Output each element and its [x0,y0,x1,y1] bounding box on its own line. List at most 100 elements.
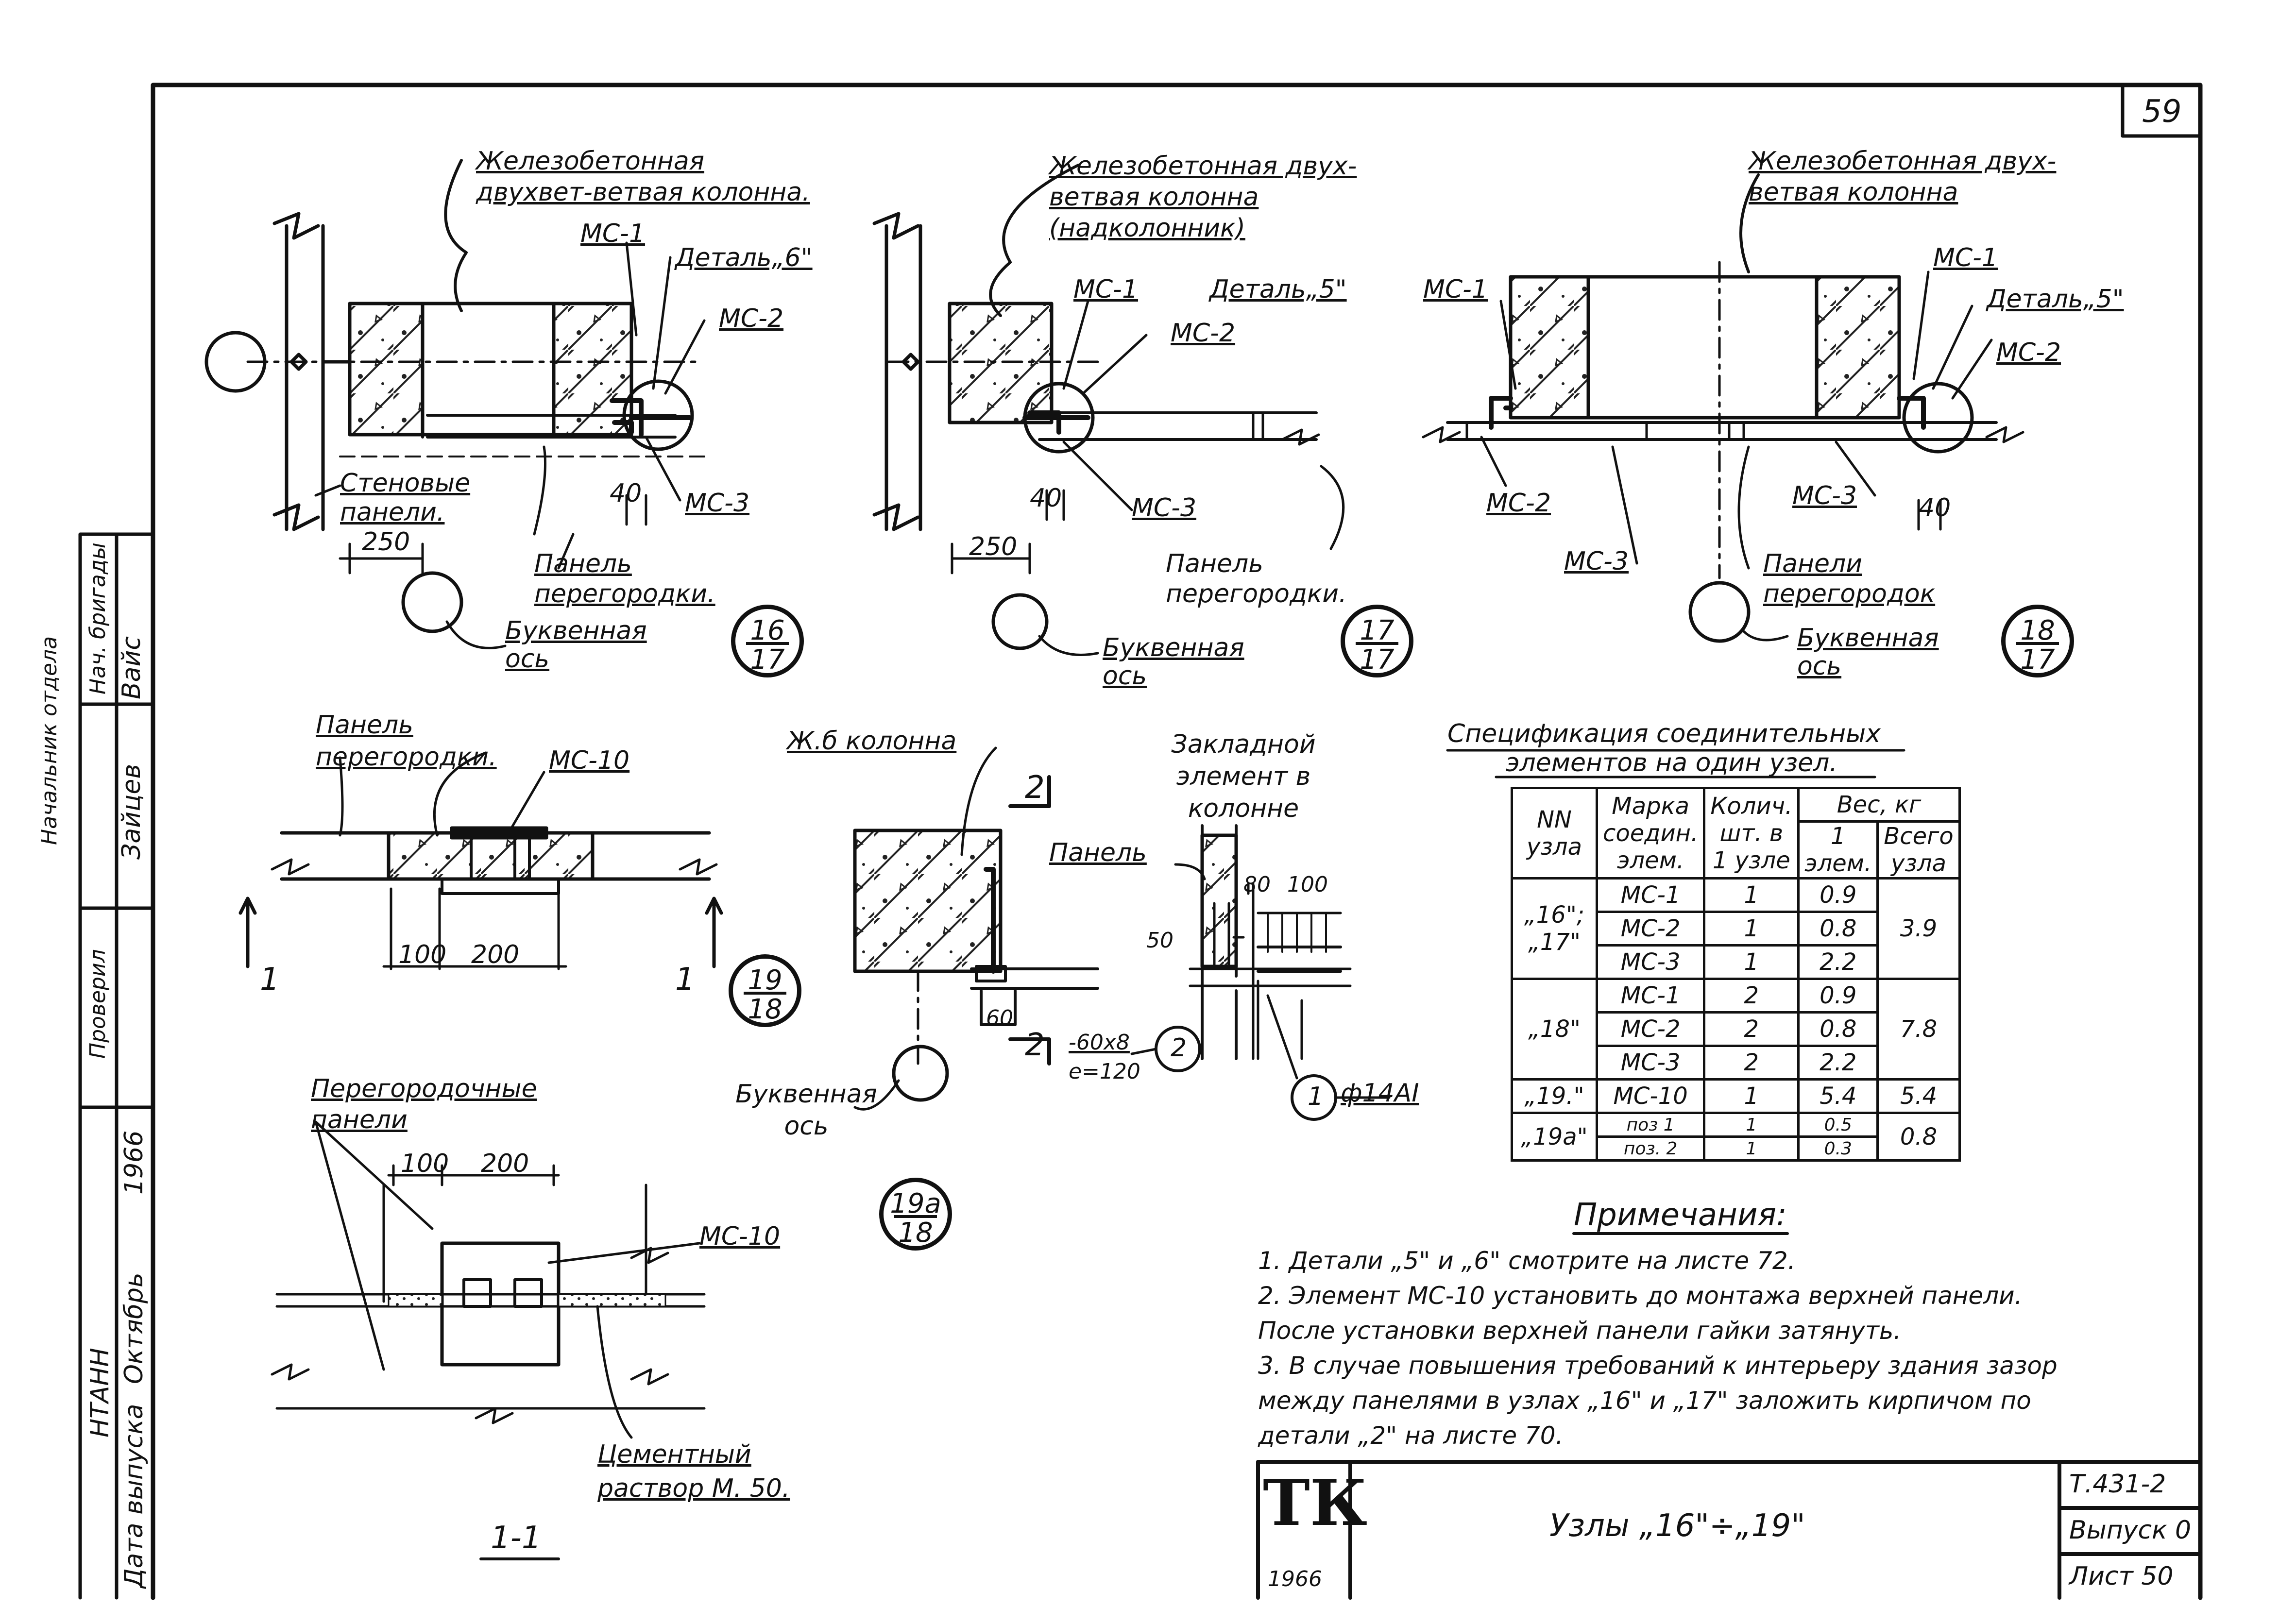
spec-qty: 2 [1703,1011,1800,1047]
stamp-role-1: Начальник отдела [37,636,62,845]
node19a-column: Ж.б колонна [787,727,957,756]
stamp-role-3: Нач. бригады [85,542,110,694]
spec-qty: 2 [1703,978,1800,1014]
spec-h-per-elem: 1 элем. [1797,820,1879,880]
stamp-date-value: Октябрь [119,1272,149,1384]
page-number: 59 [2142,94,2182,130]
node17-mc2: МС-2 [1171,319,1236,348]
node19-panel: Панель перегородки. [316,710,497,772]
node16-partition-panel: Панель перегородки. [534,549,715,609]
node17-reference-circle: 17 17 [1341,605,1413,677]
spec-weight: 0.3 [1797,1135,1879,1162]
stamp-year: 1966 [119,1130,149,1195]
node16-reference-circle: 16 17 [731,605,804,677]
section11-title: 1-1 [491,1520,542,1556]
node19a-dim-100: 100 [1287,872,1328,897]
note-line: 3. В случае повышения требований к интер… [1258,1352,2058,1380]
section11-dim-200: 200 [481,1149,529,1178]
node16-mc3: МС-3 [685,489,750,518]
spec-node: „19." [1511,1078,1598,1114]
node19-mc10: МС-10 [549,746,630,775]
node19a-plate-length: е=120 [1069,1059,1140,1084]
spec-qty: 1 [1703,1135,1800,1162]
spec-mark: поз. 2 [1595,1135,1706,1162]
node16-drawing [204,159,706,649]
spec-h-weight: Вес, кг [1797,787,1961,823]
table-row: МС-2 2 0.8 [1512,1011,1960,1047]
node16-detail: Деталь„6" [675,243,813,272]
node18-mc3-right: МС-3 [1792,481,1857,510]
stamp-role-2: Проверил [85,949,110,1059]
spec-h-mark: Марка соедин. элем. [1595,787,1706,880]
spec-node: „18" [1511,978,1598,1081]
spec-qty: 1 [1703,1078,1800,1114]
spec-total: 3.9 [1876,877,1961,980]
node18-drawing [1422,173,2024,643]
section11-dim-100: 100 [401,1149,449,1178]
node18-dim-40: 40 [1919,493,1951,523]
spec-qty: 1 [1703,1112,1800,1138]
node18-partition-panels: Панели перегородок [1763,549,1936,609]
title-block-frame [1256,1460,2202,1600]
node18-mc1-left: МС-1 [1423,275,1488,304]
node18-reference-circle: 18 17 [2001,605,2074,677]
node18-ref-num: 18 [2020,615,2055,646]
series-number: Т.431-2 [2069,1470,2166,1499]
node17-partition-panel: Панель перегородки. [1166,549,1347,609]
notes-title: Примечания: [1574,1197,1787,1233]
node19-dim-100: 100 [398,940,447,969]
stamp-date-label: Дата выпуска [119,1404,149,1588]
node19a-dim-80: 80 [1243,872,1271,897]
node17-drawing [872,164,1345,656]
node19a-cut-bottom: 2 [1025,1027,1045,1063]
spec-total: 5.4 [1876,1078,1961,1114]
spec-weight: 2.2 [1797,944,1879,980]
spec-h-total: Всего узла [1876,820,1961,880]
section11-panels: Перегородочные панели [311,1074,537,1134]
node19a-panel: Панель [1049,838,1147,867]
node18-mc2-right: МС-2 [1996,338,2061,367]
node17-mc1: МС-1 [1073,275,1139,304]
spec-title-1: Спецификация соединительных [1447,719,1881,748]
node16-dim-250: 250 [362,527,410,557]
sheet-number: Лист 50 [2069,1562,2174,1591]
node17-detail: Деталь„5" [1209,275,1347,304]
node19-dim-200: 200 [471,940,520,969]
node16-ref-num: 16 [750,615,785,646]
sheet-frame [151,83,2203,1600]
node19a-dim-50: 50 [1146,928,1174,953]
node18-detail: Деталь„5" [1987,285,2124,314]
stamp-name-2: Вайс [117,636,146,699]
spec-h-node: NN узла [1511,787,1598,880]
spec-qty: 1 [1703,877,1800,913]
spec-mark: поз 1 [1595,1112,1706,1138]
table-row: „18" МС-1 2 0.9 7.8 [1511,978,1961,1081]
node19-drawing [238,751,723,970]
node18-axis: Буквенная ось [1797,624,1939,681]
node18-column-label: Железобетонная двух-ветвая колонна [1749,147,2057,207]
node19a-pos2: 2 [1171,1033,1187,1063]
node17-mc3: МС-3 [1132,493,1197,523]
node17-ref-den: 17 [1360,644,1395,676]
spec-qty: 1 [1703,944,1800,980]
node17-axis: Буквенная ось [1103,633,1244,691]
spec-mark: МС-2 [1595,911,1706,947]
node19-ref-den: 18 [748,994,782,1025]
node18-mc3-left: МС-3 [1564,547,1629,576]
tk-logo: ТК [1263,1466,1367,1540]
spec-mark: МС-10 [1595,1078,1706,1114]
note-line: 1. Детали „5" и „6" смотрите на листе 72… [1258,1247,1796,1275]
node16-mc2: МС-2 [719,304,784,333]
node17-column-label: Железобетонная двух-ветвая колонна (надк… [1049,152,1357,243]
node19a-axis: Буквенная ось [735,1080,877,1141]
spec-mark: МС-2 [1595,1011,1706,1047]
section11-mortar: Цементный раствор М. 50. [597,1440,790,1503]
spec-weight: 0.9 [1797,877,1879,913]
spec-table: NN узла Марка соедин. элем. Колич. шт. в… [1511,787,1961,1162]
table-row: „19." МС-10 1 5.4 5.4 [1511,1078,1961,1114]
node19a-pos1: 1 [1308,1082,1324,1111]
title-block-year: 1966 [1268,1567,1322,1591]
spec-total: 0.8 [1876,1112,1961,1162]
spec-mark: МС-3 [1595,1045,1706,1081]
